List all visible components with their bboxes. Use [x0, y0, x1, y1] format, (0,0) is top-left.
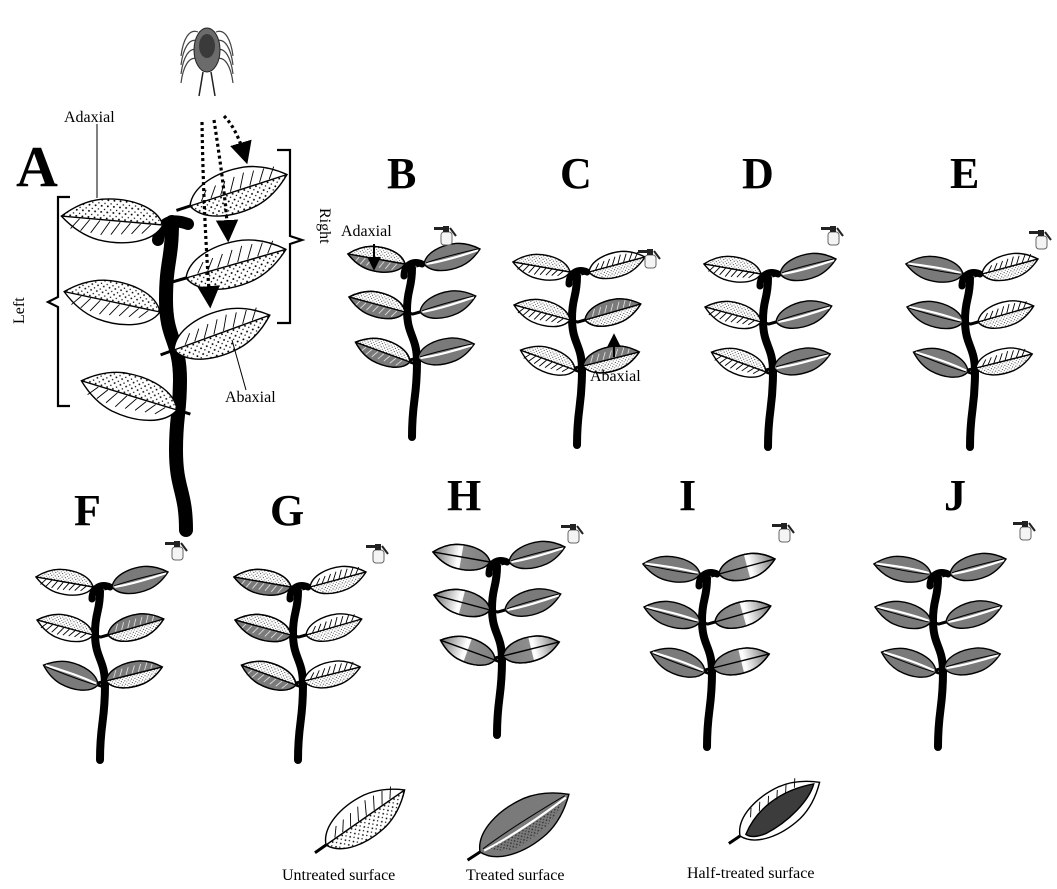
legend-untreated-label: Untreated surface — [282, 868, 395, 884]
leaf-icon — [574, 292, 644, 334]
bracket-icon — [48, 197, 70, 406]
leaf-icon — [967, 294, 1037, 336]
sprayer-icon — [561, 524, 583, 543]
stem-icon — [933, 578, 943, 747]
leaf-icon — [769, 247, 839, 288]
panel-j-letter: J — [944, 474, 966, 518]
sprayer-icon — [1029, 230, 1051, 249]
stem-icon — [492, 566, 502, 735]
stem-icon — [407, 268, 417, 437]
panel-a-adaxial-label: Adaxial — [64, 110, 115, 126]
plant-g — [232, 560, 369, 760]
sprayer-icon — [434, 226, 456, 245]
panel-a — [48, 28, 302, 530]
plant-e — [904, 247, 1041, 447]
panel-i-letter: I — [679, 474, 696, 518]
leaf-icon — [708, 546, 779, 588]
leaf-icon — [704, 594, 775, 637]
leaf-icon — [765, 294, 835, 336]
stem-icon — [702, 578, 712, 747]
plant-f — [34, 560, 171, 760]
legend-half-label: Half-treated surface — [687, 866, 814, 882]
plant-h — [431, 535, 569, 735]
plant-b — [346, 237, 483, 437]
stem-icon — [763, 278, 773, 447]
leaf-icon — [939, 547, 1009, 588]
panel-c-abaxial-label: Abaxial — [590, 369, 641, 385]
stem-icon — [965, 278, 975, 447]
leaf-icon — [101, 560, 171, 601]
leaf-icon — [578, 245, 648, 286]
panel-g-letter: G — [270, 489, 304, 533]
sprayer-icon — [821, 226, 843, 245]
leaf-icon — [97, 607, 167, 649]
leaf-icon — [295, 607, 365, 649]
plant-d — [702, 247, 839, 447]
panel-f-letter: F — [74, 489, 101, 533]
legend — [303, 765, 831, 878]
leaf-icon — [166, 228, 292, 303]
leaf-icon — [299, 560, 369, 601]
legend-treated-label: Treated surface — [466, 868, 564, 884]
leaf-icon — [303, 773, 416, 869]
leaf-icon — [455, 775, 581, 878]
stem-icon — [293, 591, 303, 760]
sprayer-icon — [772, 523, 794, 542]
panel-h-letter: H — [447, 474, 481, 518]
panel-a-abaxial-label: Abaxial — [225, 390, 276, 406]
panel-e-letter: E — [950, 152, 979, 196]
leaf-icon — [494, 582, 564, 624]
stem-icon — [572, 276, 582, 445]
panel-b-adaxial-label: Adaxial — [341, 224, 392, 240]
plant-i — [641, 546, 779, 747]
leaf-icon — [409, 284, 479, 326]
arrow-icon — [224, 116, 246, 160]
leaf-icon — [498, 535, 568, 576]
leaf-icon — [971, 247, 1041, 288]
leaf-icon — [717, 765, 830, 860]
sprayer-icon — [165, 541, 187, 560]
plant-c — [511, 245, 648, 445]
stem-icon — [95, 591, 105, 760]
sprayer-icon — [366, 544, 388, 563]
panel-a-letter: A — [16, 138, 58, 196]
panel-d-letter: D — [742, 152, 774, 196]
leaf-icon — [935, 594, 1005, 636]
mite-icon — [181, 28, 233, 96]
panel-a-left-label: Left — [12, 297, 28, 324]
stem-icon — [166, 222, 186, 530]
panel-a-right-label: Right — [316, 208, 332, 244]
sprayer-icon — [1013, 521, 1035, 540]
panel-b-letter: B — [387, 152, 416, 196]
panel-c-letter: C — [560, 152, 592, 196]
plant-j — [872, 547, 1009, 747]
